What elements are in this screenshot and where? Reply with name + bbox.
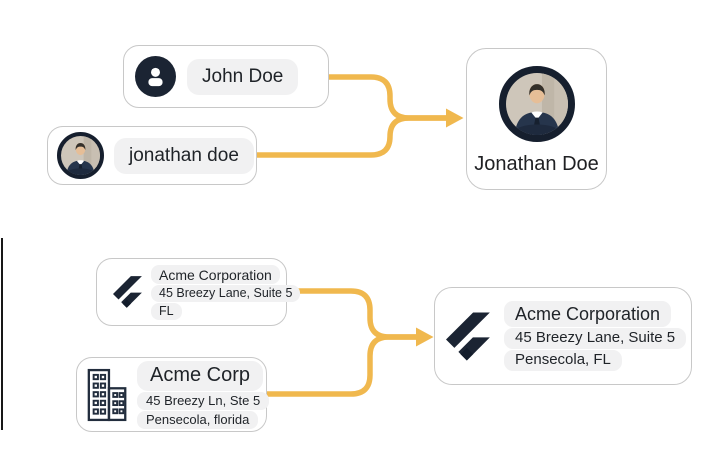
person-icon (135, 56, 176, 97)
company-source-card-acme-corp: Acme Corp 45 Breezy Ln, Ste 5 Pensecola,… (76, 357, 270, 432)
person-merged-name-label: Jonathan Doe (474, 153, 599, 175)
company-merged-address-line2: Pensecola, FL (504, 350, 622, 371)
company-address-line2: Pensecola, florida (137, 410, 259, 429)
company-name-label: Acme Corp (137, 360, 264, 391)
connector-acme2-to-merged (264, 334, 419, 397)
company-address-line1: 45 Breezy Lane, Suite 5 (151, 284, 301, 302)
profile-photo (57, 132, 104, 179)
company-address-line1: 45 Breezy Ln, Ste 5 (137, 391, 270, 410)
company-merged-name-label: Acme Corporation (504, 301, 672, 327)
person-merged-card: Jonathan Doe (466, 48, 607, 190)
connector-john-to-merged (326, 74, 449, 121)
arrowhead-person-merge (446, 108, 464, 128)
office-building-icon (85, 367, 131, 423)
person-source-card-jonathan-doe: jonathan doe (47, 126, 257, 185)
connector-acme1-to-merged (284, 288, 419, 340)
profile-photo (498, 66, 575, 142)
company-merged-address-line1: 45 Breezy Lane, Suite 5 (504, 328, 687, 349)
flutter-logo-icon (446, 311, 490, 362)
arrowhead-company-merge (416, 327, 434, 347)
connector-jonathan-to-merged (254, 115, 449, 158)
person-source-card-john-doe: John Doe (123, 45, 329, 108)
person-name-label: jonathan doe (114, 137, 254, 174)
company-name-label: Acme Corporation (151, 264, 280, 284)
company-merged-card: Acme Corporation 45 Breezy Lane, Suite 5… (434, 287, 692, 385)
flutter-logo-icon (113, 275, 142, 309)
left-edge-divider (1, 238, 3, 430)
company-source-card-acme-corporation: Acme Corporation 45 Breezy Lane, Suite 5… (96, 258, 301, 326)
person-name-label: John Doe (187, 58, 299, 95)
company-address-line2: FL (151, 302, 182, 320)
